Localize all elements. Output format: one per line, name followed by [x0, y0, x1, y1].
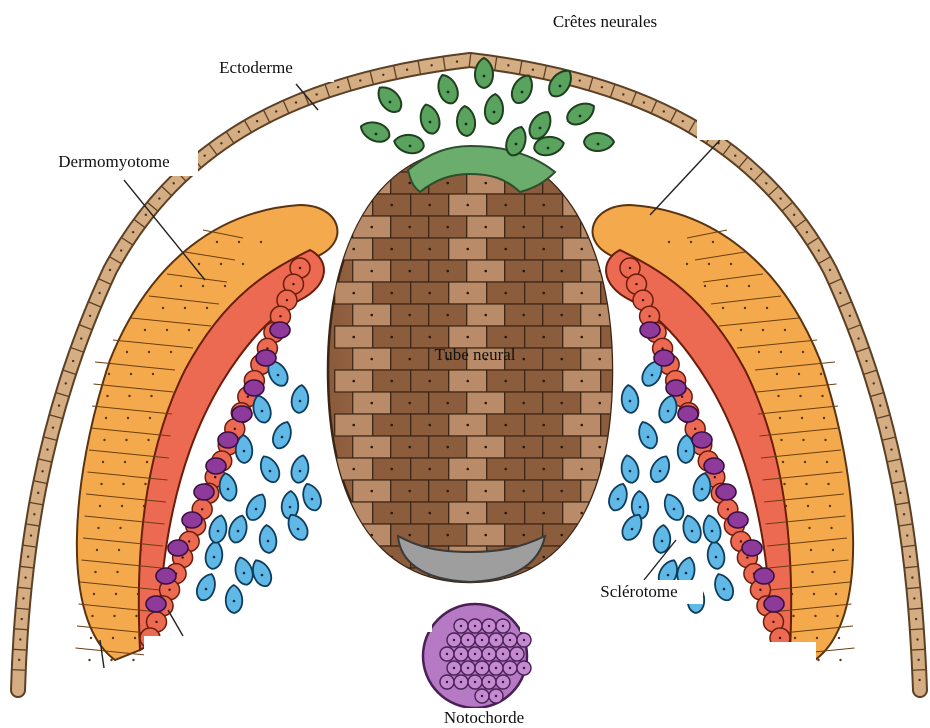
blank-label-box-bottom-center-2 [520, 588, 594, 632]
notochord [423, 604, 531, 708]
label-dermomyotome: Dermomyotome [30, 148, 198, 176]
label-notochord: Notochorde [418, 708, 550, 728]
label-neural-crest: Crêtes neurales [526, 8, 684, 36]
blank-label-box-bottom-left [144, 636, 264, 670]
label-sclerotome: Sclérotome [575, 580, 703, 604]
blank-label-box-right-top [697, 102, 847, 140]
blank-label-box-bottom-right [696, 642, 816, 676]
label-neural-tube: Tube neural [430, 344, 520, 366]
label-ectoderm: Ectoderme [178, 54, 334, 82]
blank-label-box-bottom-center [358, 588, 432, 632]
blank-label-box-bottom-left-2 [36, 668, 182, 708]
